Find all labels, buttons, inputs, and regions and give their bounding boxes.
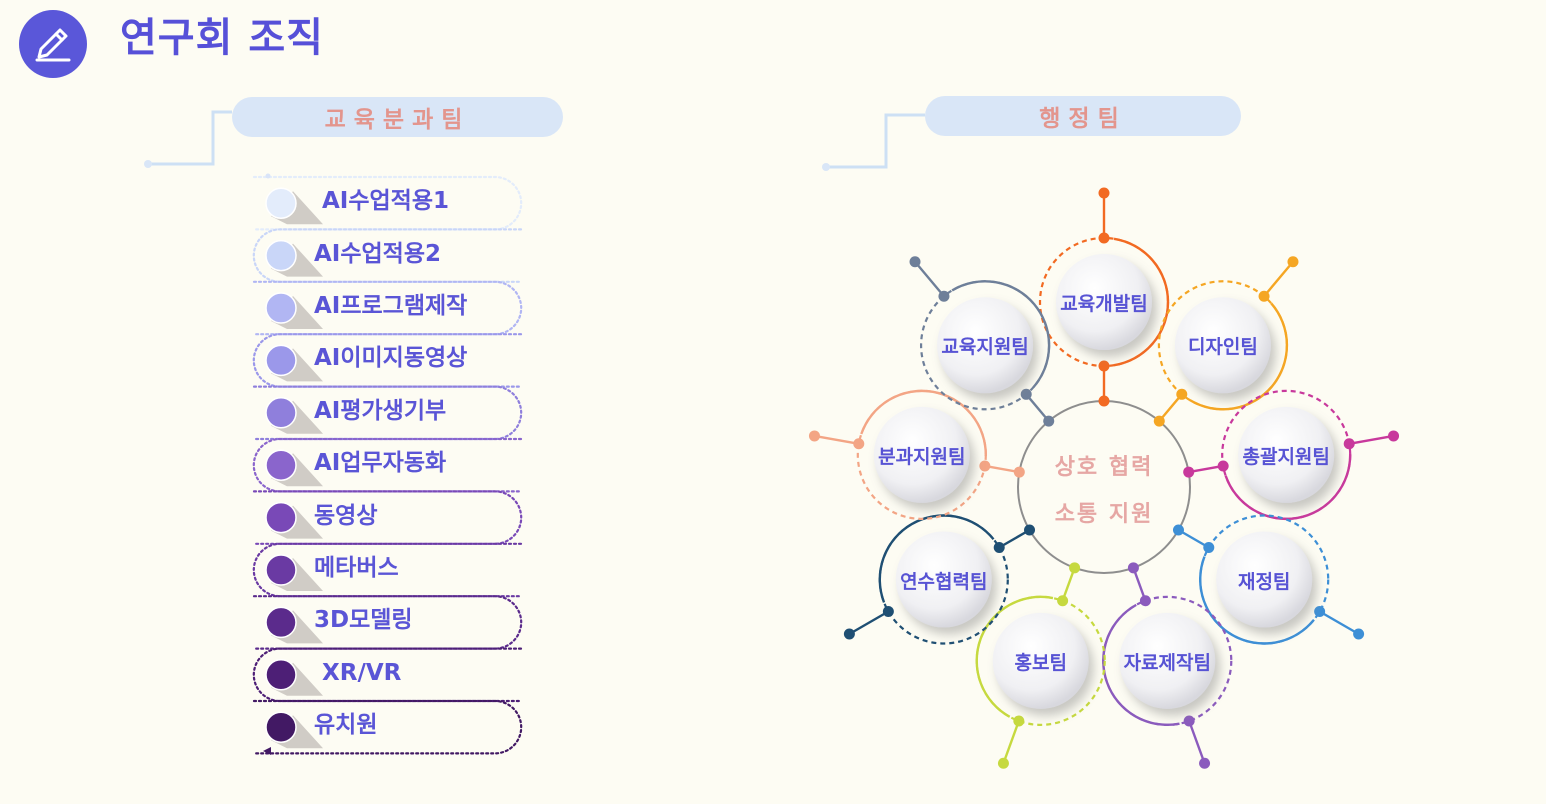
list-item <box>265 711 323 749</box>
list-item <box>265 554 323 591</box>
admin-team-title: 행정팀 <box>925 96 1241 136</box>
sub-team-label: AI수업적용2 <box>314 240 442 267</box>
team-label: 교육지원팀 <box>941 336 1029 359</box>
team-node <box>1102 562 1233 769</box>
list-item <box>265 449 323 487</box>
list-item <box>265 292 323 329</box>
team-node <box>1038 187 1170 407</box>
list-item <box>265 344 323 382</box>
list-item <box>265 239 323 277</box>
team-node <box>909 256 1055 427</box>
sub-team-label: AI수업적용1 <box>322 188 450 215</box>
team-node <box>975 562 1106 769</box>
list-item <box>265 187 323 225</box>
team-label: 디자인팀 <box>1187 336 1258 359</box>
team-node <box>843 514 1036 645</box>
sub-team-label: AI이미지동영상 <box>314 345 468 372</box>
connector-lines <box>144 110 925 171</box>
team-label: 연수협력팀 <box>900 570 988 593</box>
education-division-title: 교육분과팀 <box>232 97 563 137</box>
team-node <box>1153 256 1299 427</box>
sub-team-label: 유치원 <box>314 712 378 739</box>
pencil-icon <box>19 10 87 78</box>
team-node <box>1183 389 1400 521</box>
sub-team-label: 동영상 <box>314 502 378 529</box>
sub-team-label: 3D모델링 <box>314 607 413 634</box>
hub-center-line2: 소통 지원 <box>1054 502 1154 527</box>
team-label: 분과지원팀 <box>878 445 966 468</box>
team-label: 자료제작팀 <box>1123 651 1211 674</box>
sub-team-label: 메타버스 <box>314 555 399 581</box>
sub-team-label: XR/VR <box>322 659 402 686</box>
team-node <box>808 389 1025 520</box>
list-item <box>265 397 323 434</box>
list-item <box>265 606 323 644</box>
team-label: 재정팀 <box>1237 570 1291 593</box>
list-item <box>265 659 323 696</box>
list-item <box>265 501 323 539</box>
team-label: 교육개발팀 <box>1060 293 1148 315</box>
team-node <box>1172 514 1365 645</box>
team-label: 홍보팀 <box>1014 651 1067 674</box>
sub-team-label: AI프로그램제작 <box>314 293 468 319</box>
sub-team-label: AI평가생기부 <box>314 397 447 424</box>
sub-team-label: AI업무자동화 <box>314 450 447 477</box>
team-label: 총괄지원팀 <box>1242 445 1330 468</box>
page-title: 연구회 조직 <box>120 15 324 61</box>
hub-center-line1: 상호 협력 <box>1054 455 1154 480</box>
hub-circle <box>1017 400 1191 574</box>
